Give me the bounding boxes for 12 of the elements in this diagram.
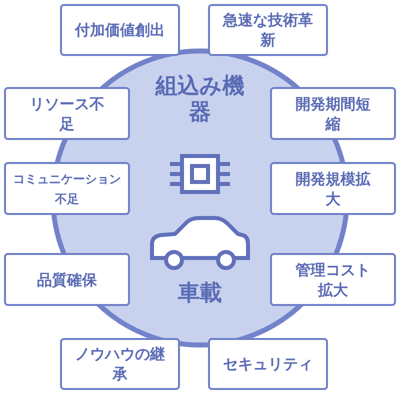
label-box: 急速な技術革新 xyxy=(208,4,328,56)
heading: 組込み機器 xyxy=(154,74,246,126)
heading: 車載 xyxy=(177,281,223,307)
label-box: 開発規模拡大 xyxy=(270,162,396,215)
label-box: 品質確保 xyxy=(4,253,130,306)
label-box: リソース不足 xyxy=(4,87,130,140)
label-box: ノウハウの継承 xyxy=(60,338,180,390)
label-box: セキュリティ xyxy=(208,338,328,390)
label-box: 開発期間短縮 xyxy=(270,87,396,140)
label-box: 付加価値創出 xyxy=(60,4,180,56)
label-box: コミュニケーション不足 xyxy=(4,162,130,215)
label-box: 管理コスト拡大 xyxy=(270,253,396,306)
